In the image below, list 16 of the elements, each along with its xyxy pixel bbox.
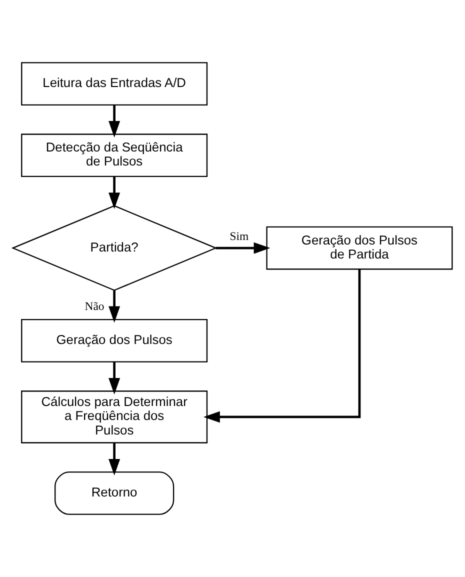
node-box: Geração dos Pulsos <box>21 319 208 362</box>
arrow <box>108 290 120 323</box>
arrow <box>108 176 120 210</box>
arrow <box>108 362 120 394</box>
node-box: Cálculos para Determinar a Freqüência dos Pulsos <box>21 390 208 444</box>
node-box: Detecção da Seqüência de Pulsos <box>21 134 208 178</box>
arrow <box>108 442 120 476</box>
node-box: Leitura das Entradas A/D <box>21 62 208 106</box>
node-box: Geração dos Pulsos de Partida <box>266 226 453 270</box>
arrow <box>108 105 120 138</box>
arrow <box>203 269 361 423</box>
edge-label: Não <box>84 300 104 314</box>
edge-label: Sim <box>230 230 249 244</box>
arrow <box>216 242 270 254</box>
node-box: Retorno <box>54 472 174 515</box>
node-diamond: Partida? <box>11 205 218 291</box>
